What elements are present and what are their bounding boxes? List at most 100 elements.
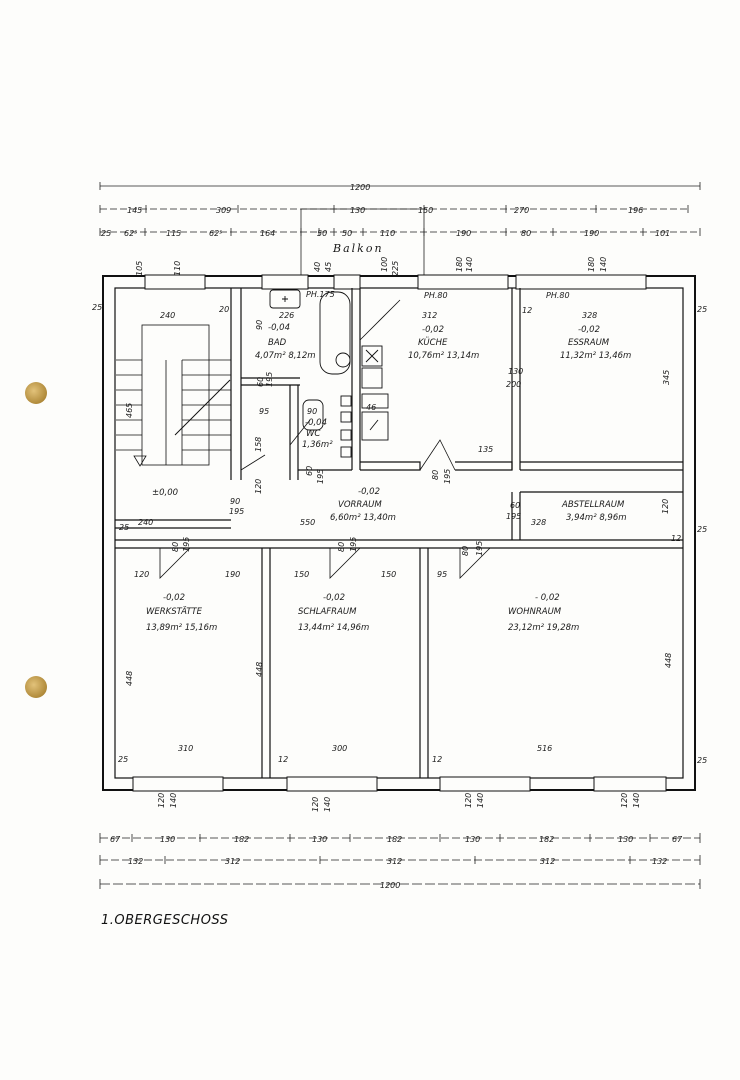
dim-inner-vertical: 195: [475, 541, 484, 556]
dim-inner-vertical: 140: [632, 793, 641, 808]
dim-inner-vertical: 448: [125, 671, 134, 686]
dim-bottom-1-2: 182: [234, 835, 249, 844]
room-level-vorraum: -0,02: [358, 487, 380, 497]
dim-inner: 12: [432, 755, 442, 764]
room-name-bad: BAD: [268, 338, 287, 348]
room-level-wc: -0,04: [305, 418, 327, 428]
dim-inner-vertical: 80: [337, 542, 346, 552]
room-area-schlafraum: 13,44m² 14,96m: [298, 623, 369, 633]
dim-top-2-4: 270: [514, 206, 529, 215]
dim-bottom-2-1: 312: [225, 857, 240, 866]
dim-inner-vertical: 195: [349, 537, 358, 552]
room-level-schlafraum: -0,02: [323, 593, 345, 603]
dim-bottom-1-3: 130: [312, 835, 327, 844]
dim-inner: 195: [229, 507, 244, 516]
room-level-kueche: -0,02: [422, 325, 444, 335]
dim-total-top: 1200: [350, 183, 370, 192]
dim-inner-vertical: 225: [391, 261, 400, 276]
dim-inner-vertical: 80: [461, 546, 470, 556]
dim-inner-vertical: 60: [305, 466, 314, 476]
room-name-kueche: KÜCHE: [418, 337, 448, 348]
dim-inner: 240: [160, 311, 175, 320]
floor-title: 1.OBERGESCHOSS: [101, 913, 229, 928]
dim-bottom-2-0: 132: [128, 857, 143, 866]
dim-inner-vertical: 45: [324, 262, 333, 272]
dim-inner-vertical: 140: [476, 793, 485, 808]
dim-inner: 226: [279, 311, 294, 320]
dim-top-2-2: 130: [350, 206, 365, 215]
dim-inner-vertical: 120: [157, 793, 166, 808]
room-name-essraum: ESSRAUM: [568, 338, 610, 348]
dim-inner-vertical: 195: [316, 469, 325, 484]
dim-inner: 550: [300, 518, 315, 527]
dim-top-3-3: 62⁵: [209, 229, 222, 238]
dim-top-3-4: 164: [260, 229, 275, 238]
dim-top-3-0: 25: [101, 229, 111, 238]
dim-total-bottom: 1200: [380, 881, 400, 890]
dim-inner: 25: [92, 303, 102, 312]
dim-inner-vertical: 120: [620, 793, 629, 808]
dim-inner: 20: [219, 305, 229, 314]
dim-bottom-2-4: 132: [652, 857, 667, 866]
dim-inner: 300: [332, 744, 347, 753]
room-area-wc: 1,36m²: [302, 440, 333, 450]
dim-inner-vertical: 195: [182, 537, 191, 552]
room-area-essraum: 11,32m² 13,46m: [560, 351, 631, 361]
dim-inner-vertical: 465: [125, 403, 134, 418]
dim-top-3-6: 50: [342, 229, 352, 238]
dim-inner-vertical: 345: [662, 370, 671, 385]
dim-bottom-1-1: 130: [160, 835, 175, 844]
dim-top-2-1: 309: [216, 206, 231, 215]
dim-inner-vertical: 180: [587, 257, 596, 272]
bathroom-fixtures: [269, 289, 352, 458]
inner-walls: [115, 288, 683, 778]
dim-inner: 328: [582, 311, 597, 320]
room-area-wohnraum: 23,12m² 19,28m: [508, 623, 579, 633]
room-name-abstellraum: ABSTELLRAUM: [561, 500, 625, 510]
stair-level: ±0,00: [152, 488, 178, 498]
dim-inner-vertical: 120: [254, 479, 263, 494]
dim-inner: 135: [478, 445, 493, 454]
dim-bottom-1-0: 67: [110, 835, 121, 844]
room-name-schlafraum: SCHLAFRAUM: [298, 607, 357, 617]
punch-hole-top: [25, 382, 47, 404]
dim-inner-vertical: 158: [254, 437, 263, 452]
dim-inner: 90: [230, 497, 240, 506]
dim-bottom-1-7: 130: [618, 835, 633, 844]
dim-inner-vertical: 195: [265, 372, 274, 387]
dim-inner-vertical: 448: [255, 662, 264, 677]
dim-inner-vertical: 80: [171, 542, 180, 552]
dim-inner: 25: [697, 756, 707, 765]
dim-inner: 12: [671, 534, 681, 543]
dim-top-3-11: 101: [655, 229, 670, 238]
room-area-werkstatte: 13,89m² 15,16m: [146, 623, 217, 633]
dim-top-3-5: 50: [317, 229, 327, 238]
dim-inner: 25: [119, 523, 129, 532]
dim-inner: 46: [366, 403, 376, 412]
room-area-bad: 4,07m² 8,12m: [255, 351, 316, 361]
dim-top-3-9: 80: [521, 229, 531, 238]
dim-inner: 310: [178, 744, 193, 753]
dim-inner-vertical: 448: [664, 653, 673, 668]
dim-top-3-2: 115: [166, 229, 181, 238]
room-name-wc: WC: [306, 429, 320, 439]
room-name-vorraum: VORRAUM: [338, 500, 382, 510]
parapet-label-essraum: PH.80: [546, 291, 570, 300]
dim-inner-vertical: 195: [443, 469, 452, 484]
dim-inner: 328: [531, 518, 546, 527]
dim-top-2-5: 196: [628, 206, 643, 215]
dim-inner: 190: [225, 570, 240, 579]
dim-inner-vertical: 120: [311, 797, 320, 812]
dimension-lines-bottom: [99, 833, 701, 889]
dim-inner-vertical: 140: [465, 257, 474, 272]
dim-inner-vertical: 140: [599, 257, 608, 272]
dim-top-3-8: 190: [456, 229, 471, 238]
room-labels: -0,04 BAD 4,07m² 8,12m -0,02 KÜCHE 10,76…: [146, 242, 631, 633]
dim-inner: 95: [437, 570, 447, 579]
balcony-label: Balkon: [332, 242, 384, 255]
dim-inner: 200: [506, 380, 521, 389]
dim-inner-vertical: 100: [380, 257, 389, 272]
dim-inner: 516: [537, 744, 552, 753]
dim-inner: 312: [422, 311, 437, 320]
dim-inner-vertical: 90: [255, 320, 264, 330]
